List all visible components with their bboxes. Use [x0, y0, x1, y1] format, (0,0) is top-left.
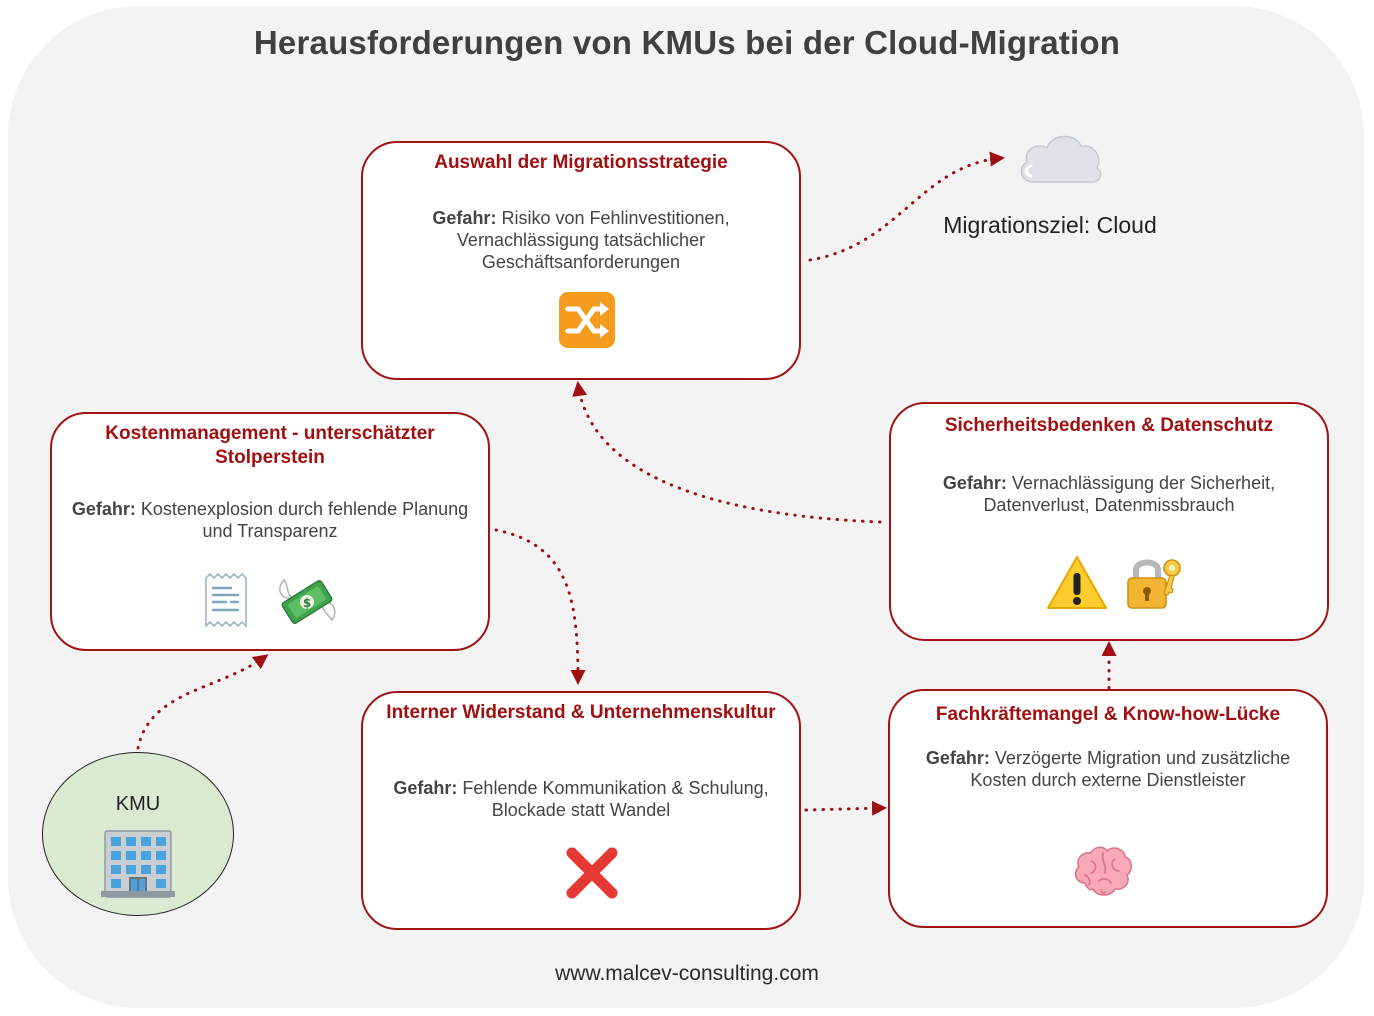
arrow-strategie-to-cloud [808, 151, 1005, 262]
box-title: Sicherheitsbedenken & Datenschutz [944, 415, 1274, 436]
receipt-icon [200, 572, 252, 635]
shuffle-icon [558, 291, 616, 354]
danger-text: Fehlende Kommunikation & Schulung, Block… [462, 778, 769, 820]
danger-label: Gefahr: [393, 778, 458, 798]
box-fachkraeftemangel: Fachkräftemangel & Know-how-Lücke Gefahr… [888, 689, 1328, 928]
box-danger: Gefahr: Kostenexplosion durch fehlende P… [62, 498, 478, 542]
office-building-icon [99, 827, 177, 904]
footer-url: www.malcev-consulting.com [555, 962, 819, 985]
box-title: Auswahl der Migrationsstrategie [434, 152, 728, 173]
svg-text:$: $ [303, 596, 311, 610]
box-danger: Gefahr: Verzögerte Migration und zusätzl… [900, 747, 1316, 791]
goal-label: Migrationsziel: Cloud [943, 212, 1157, 238]
kmu-node: KMU [42, 752, 234, 916]
danger-label: Gefahr: [942, 473, 1007, 493]
box-kostenmanagement: Kostenmanagement - unterschätzter Stolpe… [50, 412, 490, 651]
danger-label: Gefahr: [71, 499, 136, 519]
warning-icon [1046, 554, 1108, 617]
arrow-kosten-to-widerstand [494, 528, 586, 685]
box-title: Fachkräftemangel & Know-how-Lücke [935, 704, 1281, 725]
box-title: Kostenmanagement - unterschätzter Stolpe… [105, 423, 435, 468]
box-widerstand: Interner Widerstand & Unternehmenskultur… [361, 691, 801, 930]
lock-with-key-icon [1124, 554, 1184, 617]
money-with-wings-icon: $ [274, 570, 340, 635]
arrow-widerstand-to-fachkraefte [804, 800, 887, 816]
danger-text: Verzögerte Migration und zusätzliche Kos… [970, 748, 1291, 790]
danger-text: Risiko von Fehlinvestitionen, Vernachläs… [456, 208, 730, 272]
arrow-sicherheit-to-strategie [572, 381, 882, 524]
box-danger: Gefahr: Fehlende Kommunikation & Schulun… [373, 777, 789, 821]
box-migrationsstrategie: Auswahl der Migrationsstrategie Gefahr: … [361, 141, 801, 380]
box-danger: Gefahr: Risiko von Fehlinvestitionen, Ve… [373, 207, 789, 273]
danger-label: Gefahr: [432, 208, 497, 228]
cloud-icon [1015, 128, 1105, 193]
box-danger: Gefahr: Vernachlässigung der Sicherheit,… [901, 472, 1317, 516]
cross-mark-icon [562, 843, 622, 908]
danger-text: Vernachlässigung der Sicherheit, Datenve… [983, 473, 1276, 515]
danger-label: Gefahr: [925, 748, 990, 768]
arrow-kmu-to-kosten [136, 654, 269, 750]
box-sicherheit: Sicherheitsbedenken & Datenschutz Gefahr… [889, 402, 1329, 641]
brain-icon [1071, 843, 1135, 904]
danger-text: Kostenexplosion durch fehlende Planung u… [140, 499, 469, 541]
box-title: Interner Widerstand & Unternehmenskultur [386, 702, 776, 723]
diagram-title: Herausforderungen von KMUs bei der Cloud… [253, 24, 1121, 61]
kmu-label: KMU [115, 793, 161, 815]
